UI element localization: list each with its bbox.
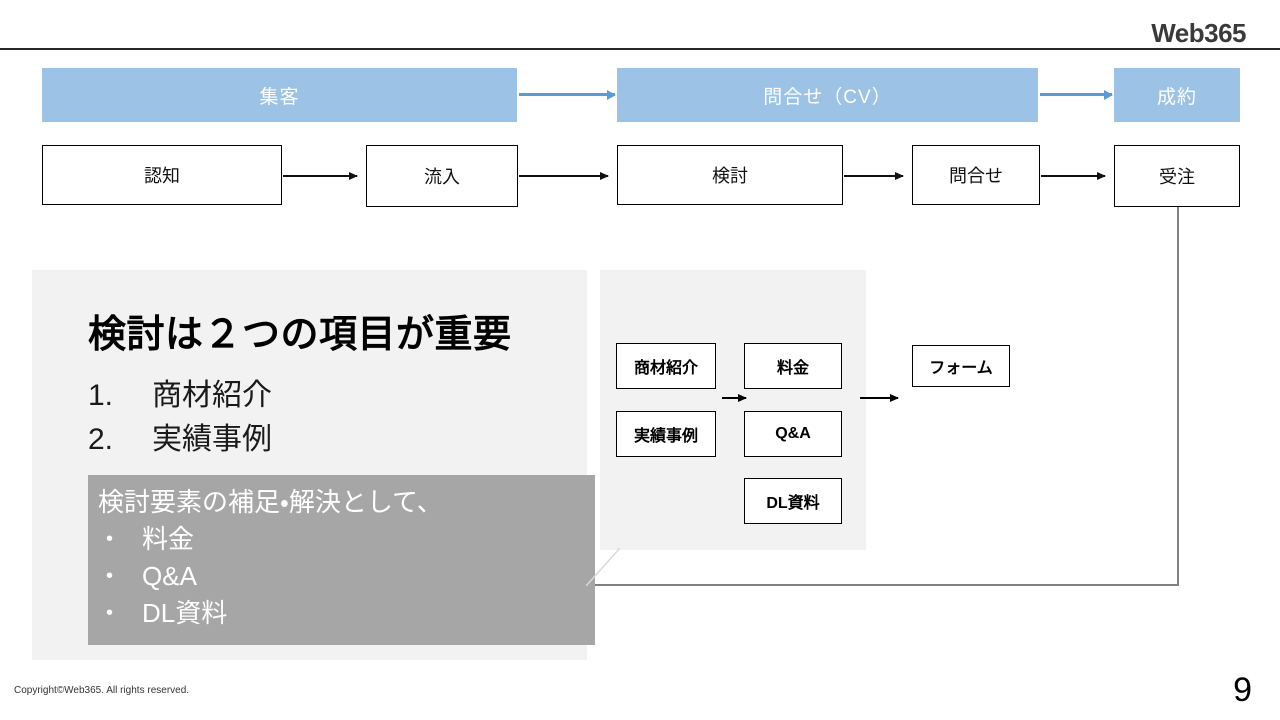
stage-band-arrow-icon xyxy=(1040,89,1113,100)
funnel-arrow-icon xyxy=(1041,172,1106,179)
list-item: • Q&A xyxy=(98,558,595,595)
funnel-arrow-icon xyxy=(519,172,609,179)
detail-ordered-list: 1. 商材紹介 2. 実績事例 xyxy=(88,374,272,462)
callout-box-label: 実績事例 xyxy=(633,428,698,445)
stage-band-toiawase-cv: 問合せ（CV） xyxy=(617,68,1038,122)
funnel-step-ninchi: 認知 xyxy=(42,145,282,205)
funnel-step-label: 検討 xyxy=(712,166,748,186)
detail-heading: 検討は２つの項目が重要 xyxy=(88,314,512,356)
callout-box-dl-shiryou: DL資料 xyxy=(744,478,842,524)
callout-box-jisseki-jirei: 実績事例 xyxy=(616,411,716,457)
supplement-box: 検討要素の補足・解決として、 • 料金 • Q&A • DL資料 xyxy=(88,475,595,645)
list-item-label: Q&A xyxy=(142,561,197,591)
list-item-number: 2. xyxy=(88,423,114,456)
header-divider xyxy=(0,48,1280,50)
callout-box-qa: Q&A xyxy=(744,411,842,457)
funnel-step-label: 受注 xyxy=(1159,167,1195,187)
detail-panel: 検討は２つの項目が重要 1. 商材紹介 2. 実績事例 検討要素の補足・解決とし… xyxy=(32,270,595,660)
copyright-text: Copyright©Web365. All rights reserved. xyxy=(14,685,190,696)
callout-box-label: フォーム xyxy=(929,360,993,377)
list-item-label: 実績事例 xyxy=(152,423,272,456)
list-item: 1. 商材紹介 xyxy=(88,374,272,418)
list-item-label: DL資料 xyxy=(142,598,228,628)
stage-band-shukyaku: 集客 xyxy=(42,68,517,122)
funnel-step-toiawase: 問合せ xyxy=(912,145,1040,205)
funnel-arrow-icon xyxy=(844,172,904,179)
callout-box-label: 商材紹介 xyxy=(633,360,698,377)
supplement-list: • 料金 • Q&A • DL資料 xyxy=(98,521,595,632)
page-number: 9 xyxy=(1233,671,1252,709)
connector-line-horizontal xyxy=(587,584,1179,586)
funnel-step-label: 問合せ xyxy=(949,166,1003,186)
bullet-icon: • xyxy=(106,565,114,587)
funnel-arrow-icon xyxy=(283,172,358,179)
callout-box-label: DL資料 xyxy=(766,495,820,512)
stage-band-arrow-icon xyxy=(519,89,616,100)
bullet-icon: • xyxy=(106,528,114,550)
funnel-step-kentou: 検討 xyxy=(617,145,843,205)
bullet-icon: • xyxy=(106,602,114,624)
list-item: • 料金 xyxy=(98,521,595,558)
stage-band-label: 成約 xyxy=(1156,86,1197,108)
slide-header: Web365 xyxy=(0,0,1280,50)
stage-band-seiyaku: 成約 xyxy=(1114,68,1240,122)
list-item-label: 商材紹介 xyxy=(152,379,272,412)
callout-arrow-icon xyxy=(722,394,747,401)
callout-box-form: フォーム xyxy=(912,345,1010,387)
list-item-number: 1. xyxy=(88,379,114,412)
funnel-step-label: 流入 xyxy=(424,167,460,187)
list-item-label: 料金 xyxy=(142,524,195,554)
supplement-title: 検討要素の補足・解決として、 xyxy=(98,487,443,517)
stage-band-label: 問合せ（CV） xyxy=(763,86,892,108)
callout-tail-icon xyxy=(586,548,620,586)
connector-line-vertical xyxy=(1177,207,1179,586)
list-item: 2. 実績事例 xyxy=(88,418,272,462)
callout-box-label: Q&A xyxy=(775,425,811,442)
callout-box-ryoukin: 料金 xyxy=(744,343,842,389)
callout-arrow-icon xyxy=(860,394,899,401)
funnel-step-ryunyu: 流入 xyxy=(366,145,518,207)
funnel-step-label: 認知 xyxy=(144,166,180,186)
funnel-step-juchu: 受注 xyxy=(1114,145,1240,207)
callout-box-shouzai-shoukai: 商材紹介 xyxy=(616,343,716,389)
list-item: • DL資料 xyxy=(98,595,595,632)
brand-logo: Web365 xyxy=(1151,18,1246,48)
callout-box-label: 料金 xyxy=(776,360,809,377)
stage-band-label: 集客 xyxy=(259,86,300,108)
